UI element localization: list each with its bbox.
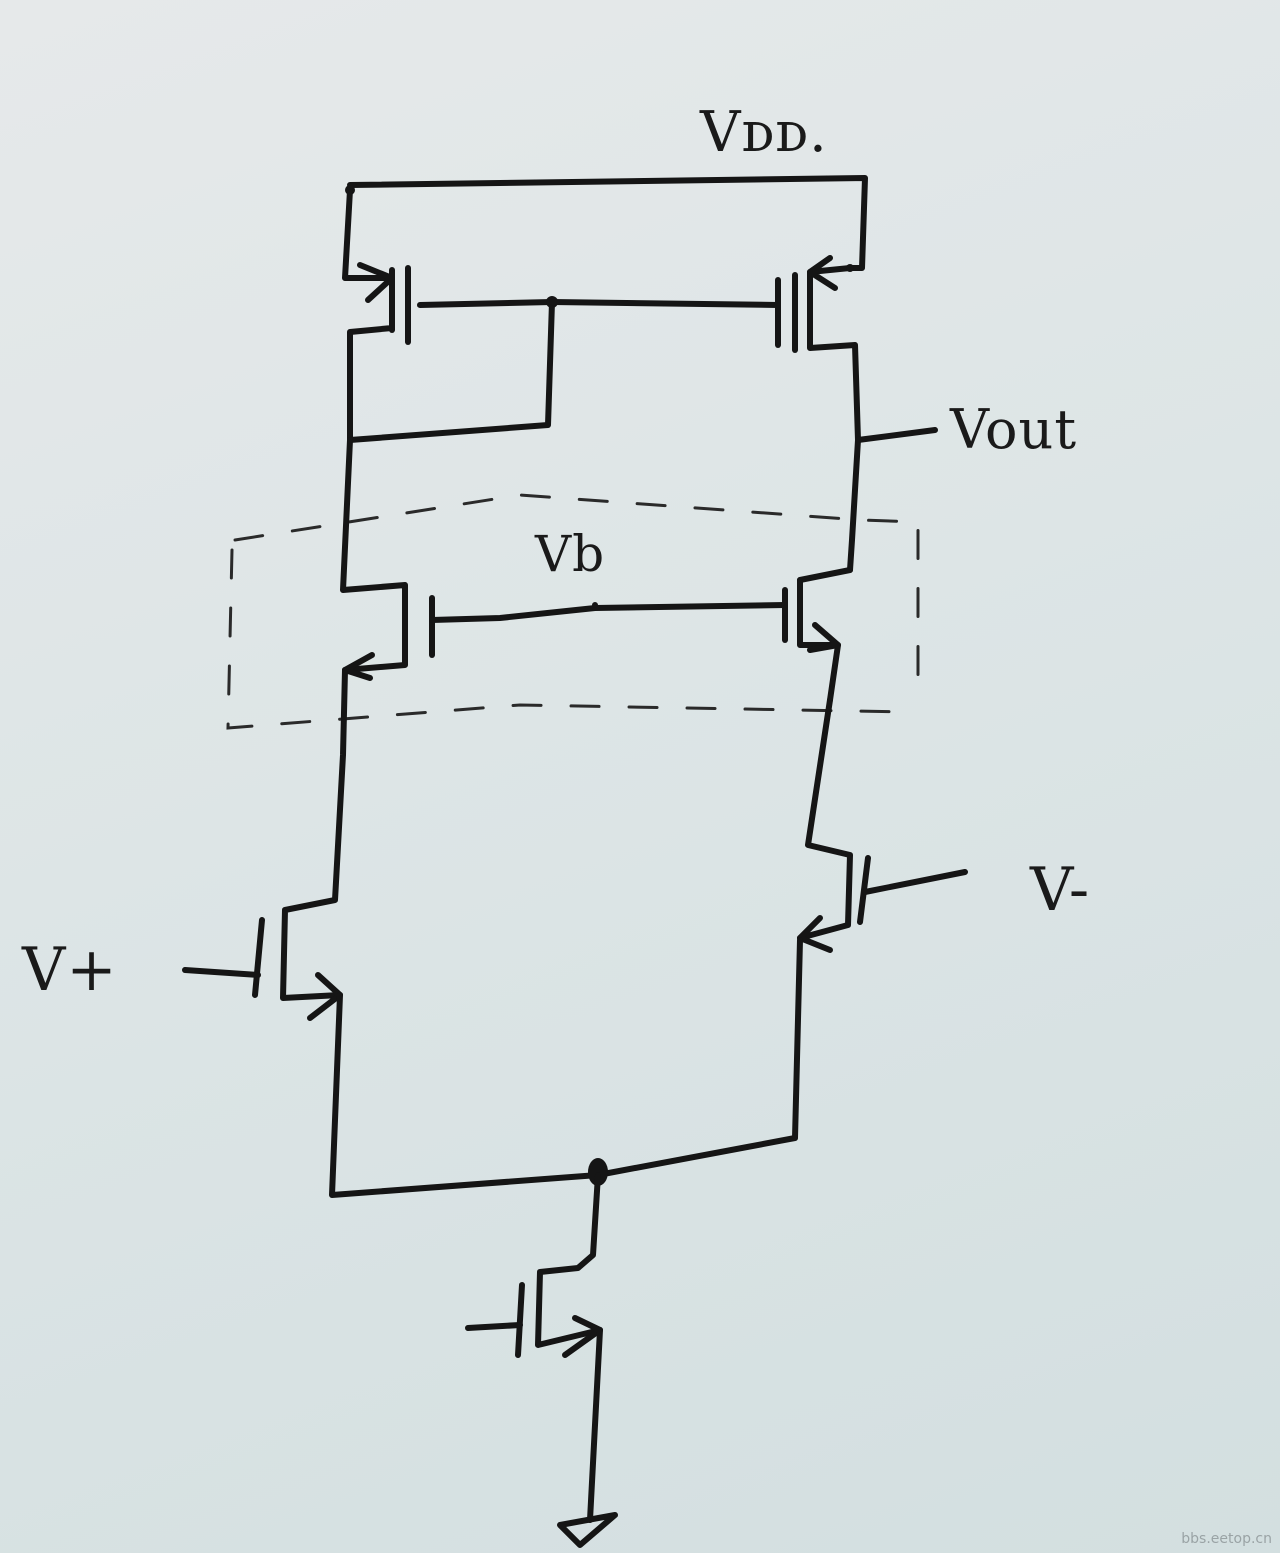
watermark: bbs.eetop.cn bbox=[1181, 1531, 1272, 1547]
nmos-cascode-left bbox=[340, 437, 788, 681]
nmos-tail bbox=[465, 1172, 603, 1523]
nmos-input-left bbox=[182, 667, 348, 1021]
vout-label: Vout bbox=[950, 398, 1078, 461]
vplus-label: V+ bbox=[22, 935, 118, 1005]
vdd-rail bbox=[345, 175, 868, 271]
vdd-label: Vᴅᴅ. bbox=[700, 100, 828, 165]
vb-label: Vb bbox=[535, 525, 606, 583]
pmos-load-left bbox=[342, 187, 558, 443]
pmos-load-right bbox=[549, 255, 861, 573]
nmos-cascode-right bbox=[782, 567, 853, 703]
cascode-dashed-box bbox=[226, 493, 920, 730]
tail-node bbox=[329, 937, 803, 1198]
vminus-label: V- bbox=[1030, 855, 1091, 925]
nmos-input-right bbox=[797, 697, 968, 953]
vout-wire bbox=[855, 427, 938, 443]
ground-symbol bbox=[557, 1512, 618, 1548]
